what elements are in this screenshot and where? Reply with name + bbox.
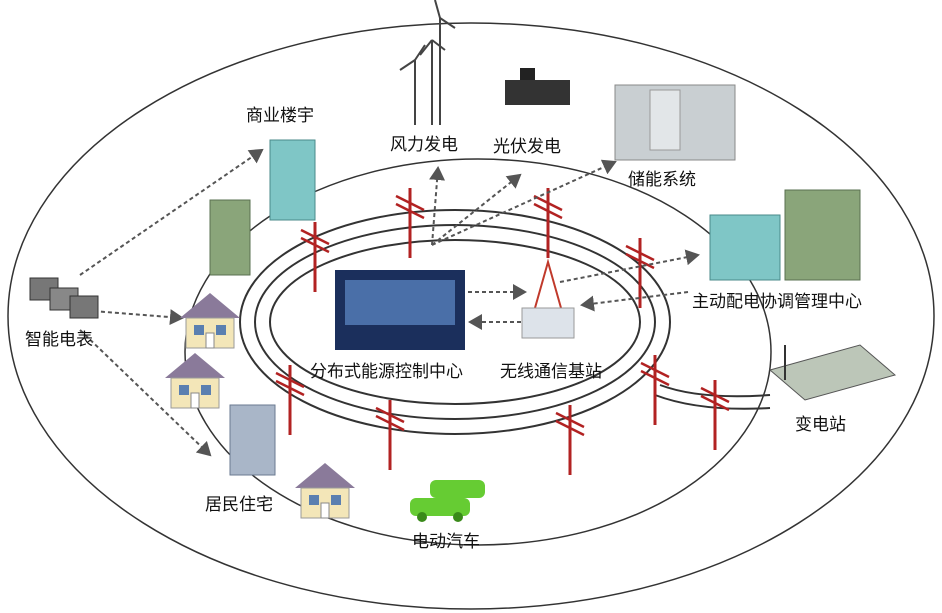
- label-wind: 风力发电: [390, 135, 458, 155]
- label-substation: 变电站: [795, 415, 846, 435]
- outer-boundary: [7, 22, 935, 610]
- power-ring-middle: [254, 224, 656, 420]
- data-arrows: [79, 148, 700, 457]
- wind-turbine-icon: [399, 0, 456, 125]
- label-storage: 储能系统: [628, 170, 696, 190]
- control-center-icon: [335, 270, 465, 350]
- solar-panel-icon: [505, 68, 570, 105]
- power-ring-inner: [269, 239, 641, 405]
- inner-boundary: [184, 158, 772, 546]
- smart-meter-icon: [29, 277, 99, 319]
- label-commercial: 商业楼宇: [246, 106, 314, 126]
- label-ev: 电动汽车: [412, 532, 480, 552]
- substation-feeder: [654, 384, 771, 410]
- management-center-icon: [709, 189, 861, 281]
- energy-storage-icon: [614, 84, 736, 161]
- label-solar: 光伏发电: [493, 137, 561, 157]
- substation-icon: [768, 344, 897, 401]
- label-management-center: 主动配电协调管理中心: [692, 292, 862, 312]
- apartment-icon: [229, 404, 276, 476]
- power-ring-outer: [239, 209, 671, 435]
- electric-car-icon: [410, 480, 485, 522]
- commercial-building-icon: [209, 139, 316, 276]
- label-base-station: 无线通信基站: [500, 362, 602, 382]
- label-residential: 居民住宅: [205, 495, 273, 515]
- label-smart-meter: 智能电表: [25, 330, 93, 350]
- base-station-icon: [521, 258, 575, 339]
- label-control-center: 分布式能源控制中心: [310, 362, 463, 382]
